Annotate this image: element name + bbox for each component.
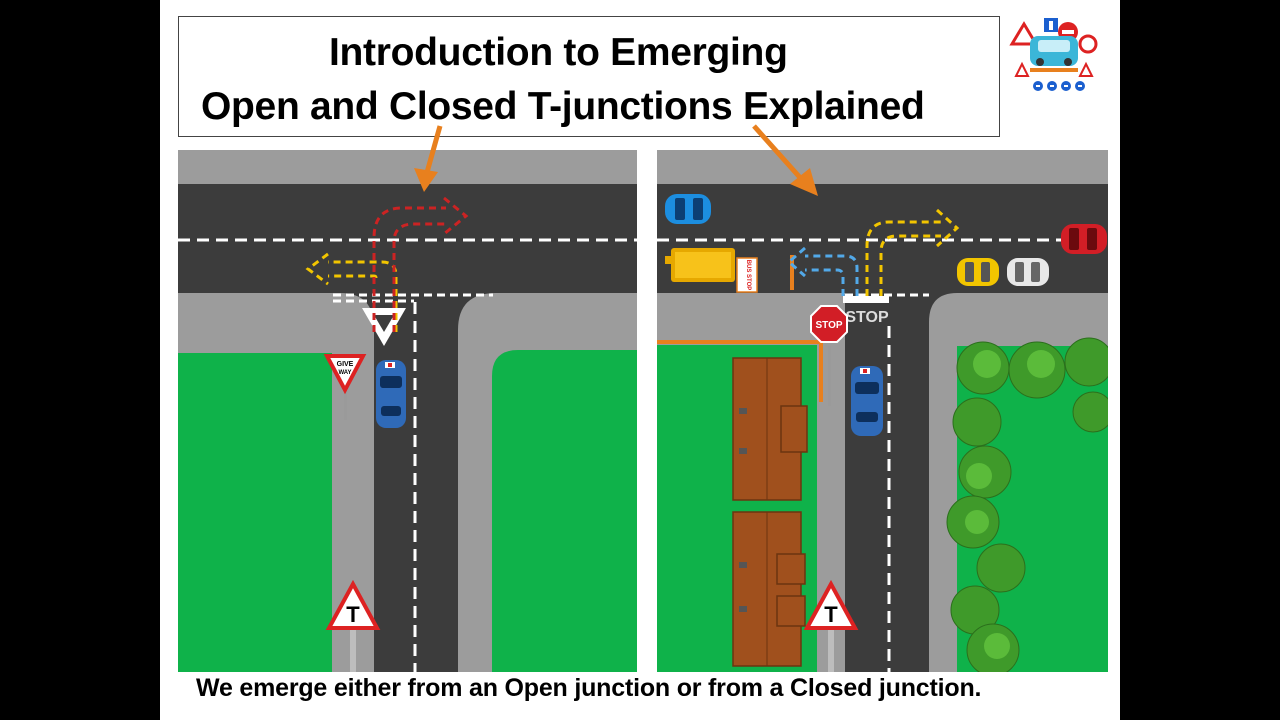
- bus-stop-sign-text: BUS STOP: [745, 260, 751, 291]
- give-way-text-2: WAY: [338, 370, 351, 376]
- stop-road-marking: STOP: [845, 309, 889, 326]
- car-icon: [851, 366, 883, 436]
- car-icon: [376, 360, 406, 428]
- car-icon: [665, 194, 711, 224]
- car-icon: [957, 258, 999, 286]
- stop-sign-text: STOP: [815, 320, 842, 331]
- down-arrow-icon: [752, 124, 818, 196]
- bus-icon: [665, 248, 735, 282]
- t-junction-symbol: T: [346, 602, 360, 627]
- slide: Introduction to Emerging Open and Closed…: [160, 0, 1120, 720]
- title-line-1: Introduction to Emerging: [329, 31, 788, 74]
- car-icon: [1061, 224, 1107, 254]
- tree-icon: [946, 337, 1108, 672]
- t-junction-warning-sign-icon: T: [803, 579, 859, 672]
- give-way-text-1: GIVE: [337, 361, 354, 368]
- t-junction-warning-sign-icon: T: [325, 579, 381, 672]
- open-junction-diagram: GIVE WAY T: [178, 150, 637, 672]
- car-icon: [1007, 258, 1049, 286]
- house-roof-icon: [732, 511, 806, 667]
- down-arrow-icon: [414, 125, 443, 192]
- title-line-2: Open and Closed T-junctions Explained: [201, 85, 925, 128]
- t-junction-symbol-right: T: [824, 602, 838, 627]
- house-roof-icon: [732, 357, 808, 501]
- closed-junction-diagram: STOP BUS STOP: [657, 150, 1108, 672]
- title-box: Introduction to Emerging Open and Closed…: [178, 16, 1000, 137]
- caption: We emerge either from an Open junction o…: [196, 674, 982, 702]
- logo-icon: [1008, 14, 1100, 96]
